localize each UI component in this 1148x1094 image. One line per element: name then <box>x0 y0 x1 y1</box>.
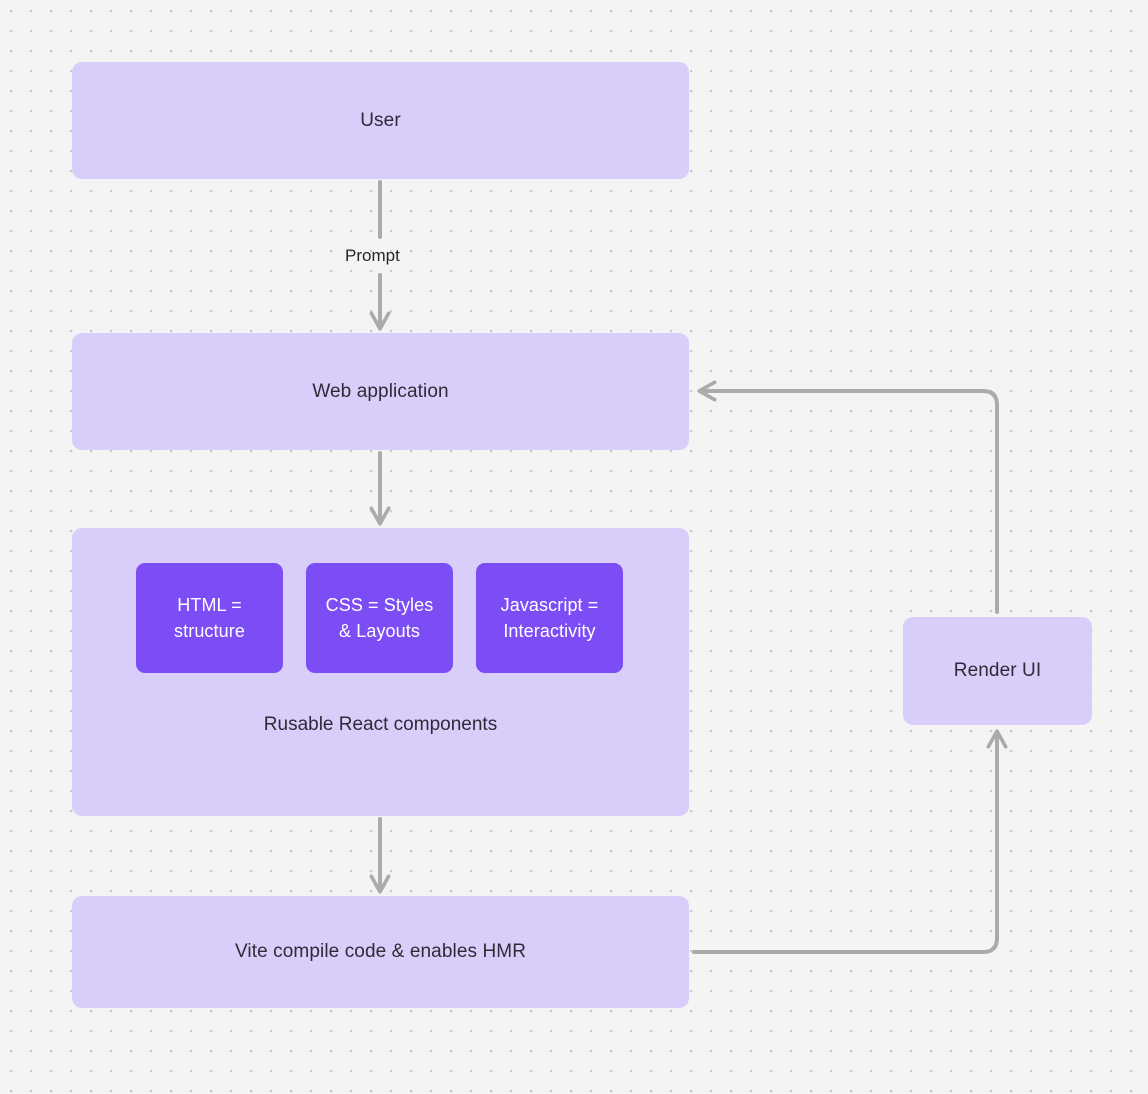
node-css-styles[interactable]: CSS = Styles & Layouts <box>306 563 453 673</box>
node-web-application[interactable]: Web application <box>72 333 689 450</box>
node-css-line2: & Layouts <box>339 621 420 641</box>
node-css-line1: CSS = Styles <box>325 594 434 615</box>
node-render-ui[interactable]: Render UI <box>903 617 1092 725</box>
edge-renderui-to-webapp <box>700 391 999 614</box>
node-js-text: Javascript = Interactivity <box>501 592 599 644</box>
node-html-structure[interactable]: HTML = structure <box>136 563 283 673</box>
edge-label-prompt: Prompt <box>345 246 400 265</box>
node-html-line1: HTML = <box>177 594 242 615</box>
node-html-line2: structure <box>174 621 245 641</box>
components-group-caption: Rusable React components <box>263 714 498 735</box>
edge-vite-to-renderui <box>692 732 997 954</box>
node-user[interactable]: User <box>72 62 689 179</box>
node-css-text: CSS = Styles & Layouts <box>326 592 434 644</box>
node-vite-compile[interactable]: Vite compile code & enables HMR <box>72 896 689 1008</box>
node-js-line2: Interactivity <box>503 621 596 641</box>
node-html-text: HTML = structure <box>174 592 245 644</box>
node-js-line1: Javascript = <box>500 594 599 615</box>
node-javascript-interactivity[interactable]: Javascript = Interactivity <box>476 563 623 673</box>
